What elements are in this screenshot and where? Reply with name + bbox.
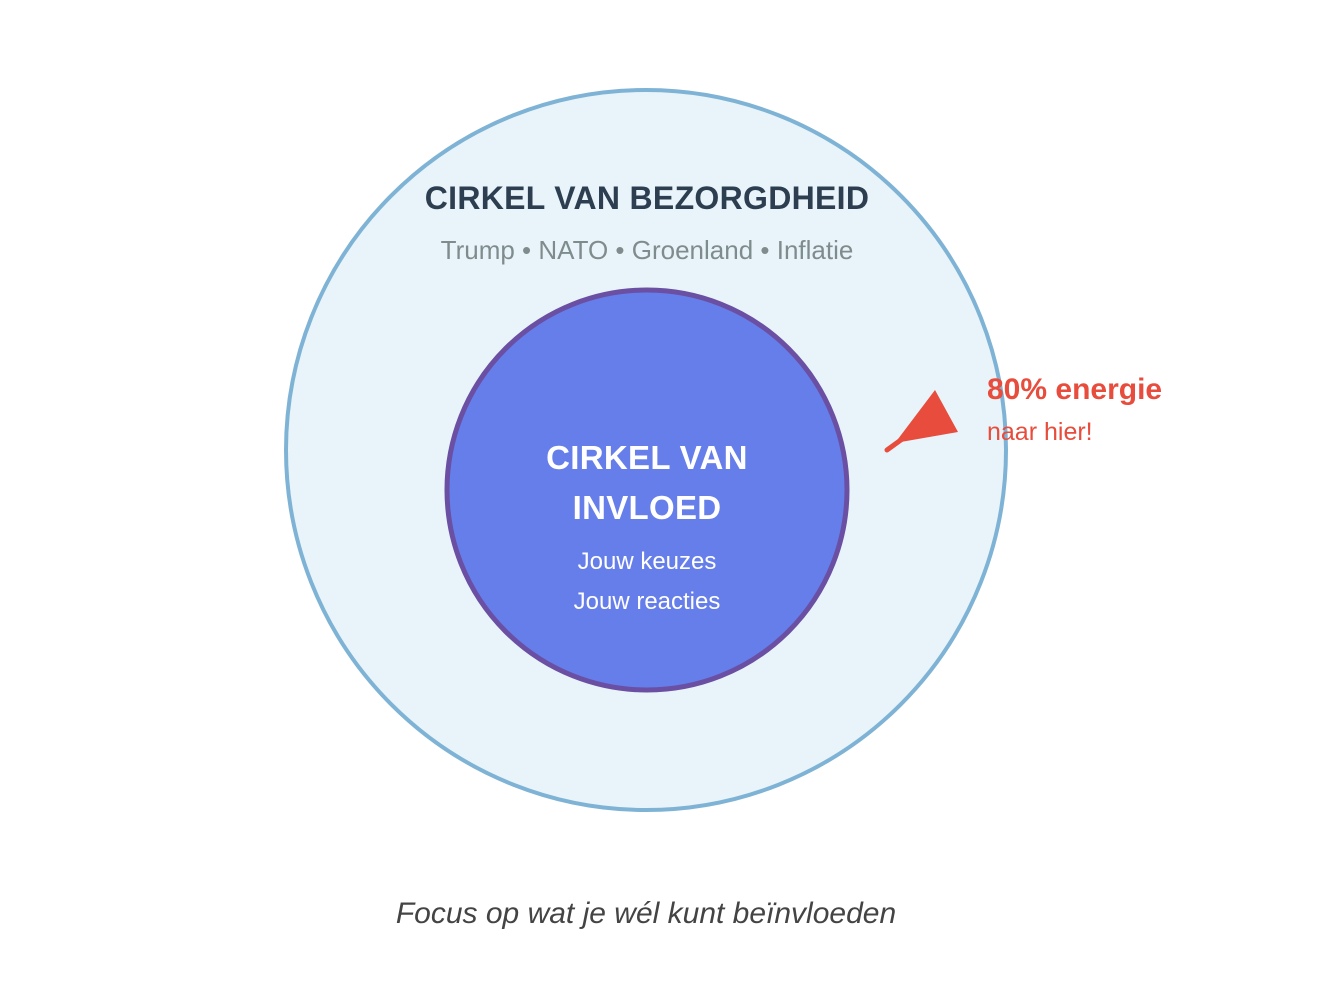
inner-circle-title-line1: CIRKEL VAN <box>546 439 748 476</box>
callout-main-text: 80% energie <box>987 373 1162 406</box>
inner-circle-title-line2: INVLOED <box>573 489 722 526</box>
inner-circle-line1: Jouw keuzes <box>578 548 717 575</box>
inner-circle-line2: Jouw reacties <box>574 588 721 615</box>
diagram-caption: Focus op wat je wél kunt beïnvloeden <box>396 897 896 930</box>
arrow-pointer-icon <box>884 390 958 453</box>
callout-sub-text: naar hier! <box>987 418 1093 446</box>
outer-circle-title: CIRKEL VAN BEZORGDHEID <box>425 180 870 216</box>
outer-circle-topics: Trump • NATO • Groenland • Inflatie <box>441 235 854 265</box>
inner-circle-influence <box>444 287 850 693</box>
